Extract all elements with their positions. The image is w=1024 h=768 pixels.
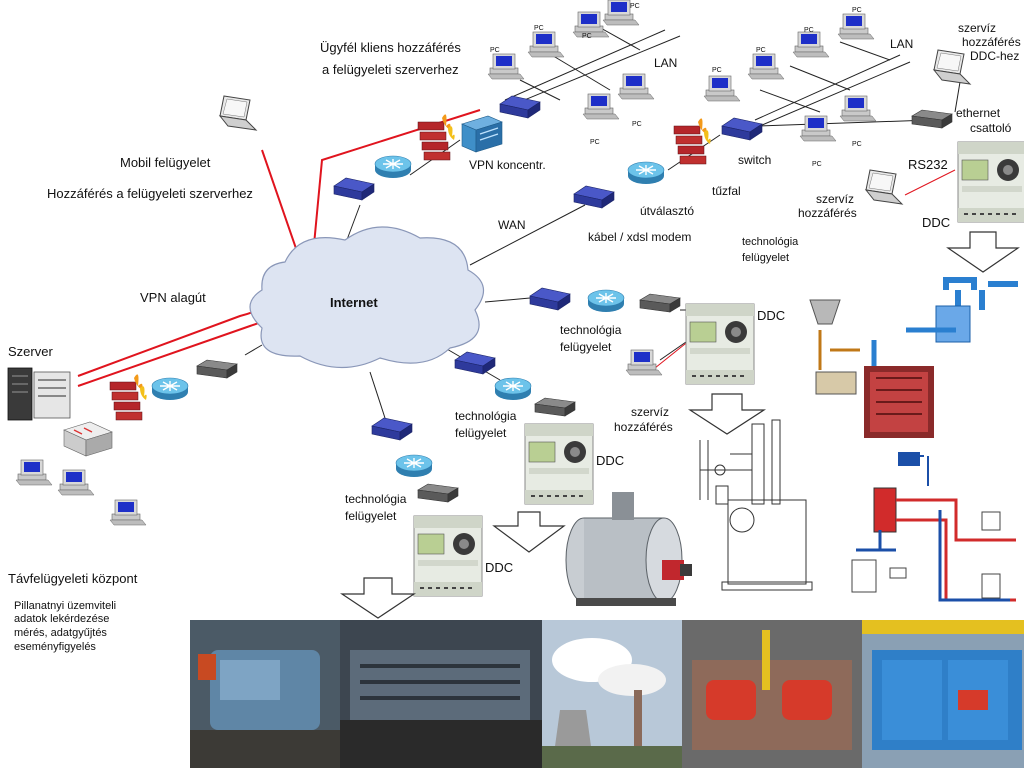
modem-icon <box>534 397 576 417</box>
router-icon <box>494 377 532 401</box>
service-ddc-label-2: hozzáférés <box>962 35 1021 49</box>
mobile-laptop-icon <box>219 95 257 131</box>
internet-cloud <box>249 226 484 369</box>
switch-box-icon <box>63 421 113 457</box>
service-access-label-2: hozzáférés <box>798 206 857 220</box>
modem-icon <box>454 351 496 375</box>
photo-gas-engine <box>190 620 340 768</box>
boiler-image <box>565 492 692 606</box>
pc-label: PC <box>630 3 640 10</box>
firewall-icon <box>673 117 712 165</box>
pc-label: PC <box>534 25 544 32</box>
router-icon <box>395 454 433 478</box>
router-icon <box>374 155 412 179</box>
pc-label: PC <box>632 121 642 128</box>
firewall-label: tűzfal <box>712 184 741 198</box>
ddc-label: DDC <box>596 453 625 468</box>
connection-lines <box>244 21 961 419</box>
client-access-label-2: a felügyeleti szerverhez <box>322 62 459 77</box>
central-pcs <box>15 459 147 526</box>
ddc-controller-icon <box>413 515 483 597</box>
mobile-access-label: Hozzáférés a felügyeleti szerverhez <box>47 186 253 201</box>
router-icon <box>627 161 665 185</box>
instant-label-4: eseményfigyelés <box>14 641 96 653</box>
down-arrows <box>340 231 1020 619</box>
router-icon <box>151 377 189 401</box>
service-access-label-1: szervíz <box>816 192 855 206</box>
instant-label-1: Pillanatnyi üzemviteli <box>14 600 117 612</box>
central-label: Távfelügyeleti központ <box>8 571 138 586</box>
service-ddc-label-1: szervíz <box>958 21 997 35</box>
tech-label-2: felügyelet <box>345 509 397 523</box>
firewall-icon <box>109 373 148 421</box>
pc-label: PC <box>712 67 722 74</box>
lan-label: LAN <box>890 37 914 51</box>
photo-boilers <box>862 620 1024 768</box>
boiler-drawing <box>699 419 813 591</box>
rs232-lines <box>654 169 956 369</box>
rs232-label: RS232 <box>908 157 948 172</box>
pc-label: PC <box>756 47 766 54</box>
ddc-label: DDC <box>485 560 514 575</box>
server-label: Szerver <box>8 344 53 359</box>
switch-label: switch <box>738 153 772 167</box>
router-label: útválasztó <box>640 204 695 218</box>
service-ddc-label-3: DDC-hez <box>970 49 1020 63</box>
ethernet-label-1: ethernet <box>956 106 1001 120</box>
vpn-concentrator-icon <box>461 115 503 153</box>
service-access-label-1: szervíz <box>631 405 670 419</box>
tech-label-1: technológia <box>345 492 407 506</box>
modem-icon <box>417 483 459 503</box>
tech-label-2: felügyelet <box>455 426 507 440</box>
tech-label-2: felügyelet <box>560 340 612 354</box>
instant-label-2: adatok lekérdezése <box>14 613 110 625</box>
vpn-tunnel-label: VPN alagút <box>140 290 206 305</box>
ethernet-label-2: csattoló <box>970 121 1012 135</box>
server-icon <box>7 367 71 421</box>
service-access-label-2: hozzáférés <box>614 420 673 434</box>
pc-label: PC <box>490 47 500 54</box>
ddc-controller-icon <box>524 423 594 505</box>
instant-label-3: mérés, adatgyűjtés <box>14 627 107 639</box>
pc-label: PC <box>590 139 600 146</box>
plant-schematic <box>809 277 1018 602</box>
modem-icon <box>333 177 375 201</box>
firewall-icon <box>417 113 456 161</box>
lan-label: LAN <box>654 56 678 70</box>
mobile-label: Mobil felügyelet <box>120 155 211 170</box>
ddc-label: DDC <box>922 215 951 230</box>
modem-icon <box>529 287 571 311</box>
ddc-label: DDC <box>757 308 786 323</box>
tech-label-1: technológia <box>742 236 799 248</box>
photo-power-plant <box>542 620 682 768</box>
ddc-controller-icon <box>957 141 1024 223</box>
wan-label: WAN <box>498 218 526 232</box>
router-icon <box>587 289 625 313</box>
modem-icon <box>371 417 413 441</box>
vpn-concentrator-label: VPN koncentr. <box>469 158 546 172</box>
photo-burners <box>682 620 862 768</box>
service-pc-icon <box>625 349 663 376</box>
modem-icon <box>196 359 238 379</box>
tech-label-1: technológia <box>560 323 622 337</box>
tech-label-2: felügyelet <box>742 252 790 264</box>
modem-label: kábel / xdsl modem <box>588 230 692 244</box>
pc-label: PC <box>852 141 862 148</box>
pc-label: PC <box>582 33 592 40</box>
ddc-controller-icon <box>685 303 755 385</box>
modem-icon <box>573 185 615 209</box>
pc-label: PC <box>812 161 822 168</box>
internet-label: Internet <box>330 295 378 310</box>
pc-label: PC <box>804 27 814 34</box>
photo-diesel-engine <box>340 620 542 768</box>
pc-label: PC <box>852 7 862 14</box>
switch-icon <box>721 117 763 141</box>
service-laptop-2-icon <box>865 169 903 205</box>
tech-label-1: technológia <box>455 409 517 423</box>
service-laptop-icon <box>933 49 971 85</box>
modem-icon <box>639 293 681 313</box>
client-access-label: Ügyfél kliens hozzáférés <box>320 40 461 55</box>
ethernet-coupler-icon <box>911 109 953 129</box>
